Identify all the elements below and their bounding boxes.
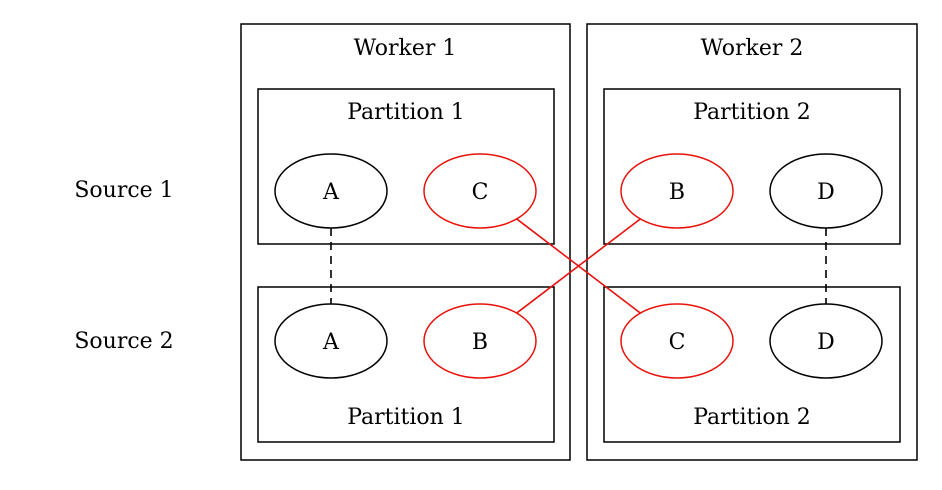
- worker-1-cluster: Worker 1 Partition 1 Partition 1: [240, 23, 571, 461]
- partition-frame: [603, 286, 901, 443]
- partition-frame: [257, 88, 555, 245]
- worker-2-cluster: Worker 2 Partition 2 Partition 2: [586, 23, 918, 461]
- node-b-worker-2-source1: B: [620, 153, 734, 229]
- worker-1-title: Worker 1: [354, 36, 457, 61]
- worker-1-partition-source-2: Partition 1: [257, 286, 555, 443]
- node-label: B: [472, 330, 488, 355]
- node-ellipse: [274, 153, 388, 229]
- node-c-worker-1-source1: C: [423, 153, 537, 229]
- node-a-worker-1-source1: A: [274, 153, 388, 229]
- edge-w2-s1-B-to-w1-s2-B: [516, 218, 641, 314]
- worker-2-frame: [586, 23, 918, 461]
- partition-title: Partition 2: [693, 100, 811, 125]
- node-ellipse: [423, 153, 537, 229]
- node-label: C: [669, 330, 686, 355]
- node-ellipse: [769, 303, 883, 379]
- partition-title: Partition 1: [347, 100, 465, 125]
- node-c-worker-2-source2: C: [620, 303, 734, 379]
- node-ellipse: [423, 303, 537, 379]
- node-a-worker-1-source2: A: [274, 303, 388, 379]
- node-label: D: [817, 180, 835, 205]
- edges-layer: [330, 218, 827, 314]
- worker-2-title: Worker 2: [701, 36, 804, 61]
- nodes-layer: A C A B B D C D: [274, 153, 883, 379]
- node-label: C: [472, 180, 489, 205]
- row-label-source-2: Source 2: [74, 329, 173, 354]
- node-label: B: [669, 180, 685, 205]
- partition-title: Partition 2: [693, 405, 811, 430]
- node-label: A: [322, 330, 340, 355]
- node-d-worker-2-source2: D: [769, 303, 883, 379]
- node-label: D: [817, 330, 835, 355]
- partition-frame: [257, 286, 555, 443]
- node-ellipse: [769, 153, 883, 229]
- partition-frame: [603, 88, 901, 245]
- node-ellipse: [620, 153, 734, 229]
- node-label: A: [322, 180, 340, 205]
- worker-2-partition-source-1: Partition 2: [603, 88, 901, 245]
- node-d-worker-2-source1: D: [769, 153, 883, 229]
- node-b-worker-1-source2: B: [423, 303, 537, 379]
- node-ellipse: [620, 303, 734, 379]
- node-ellipse: [274, 303, 388, 379]
- row-label-source-1: Source 1: [74, 178, 173, 203]
- worker-2-partition-source-2: Partition 2: [603, 286, 901, 443]
- worker-1-partition-source-1: Partition 1: [257, 88, 555, 245]
- worker-1-frame: [240, 23, 571, 461]
- partition-title: Partition 1: [347, 405, 465, 430]
